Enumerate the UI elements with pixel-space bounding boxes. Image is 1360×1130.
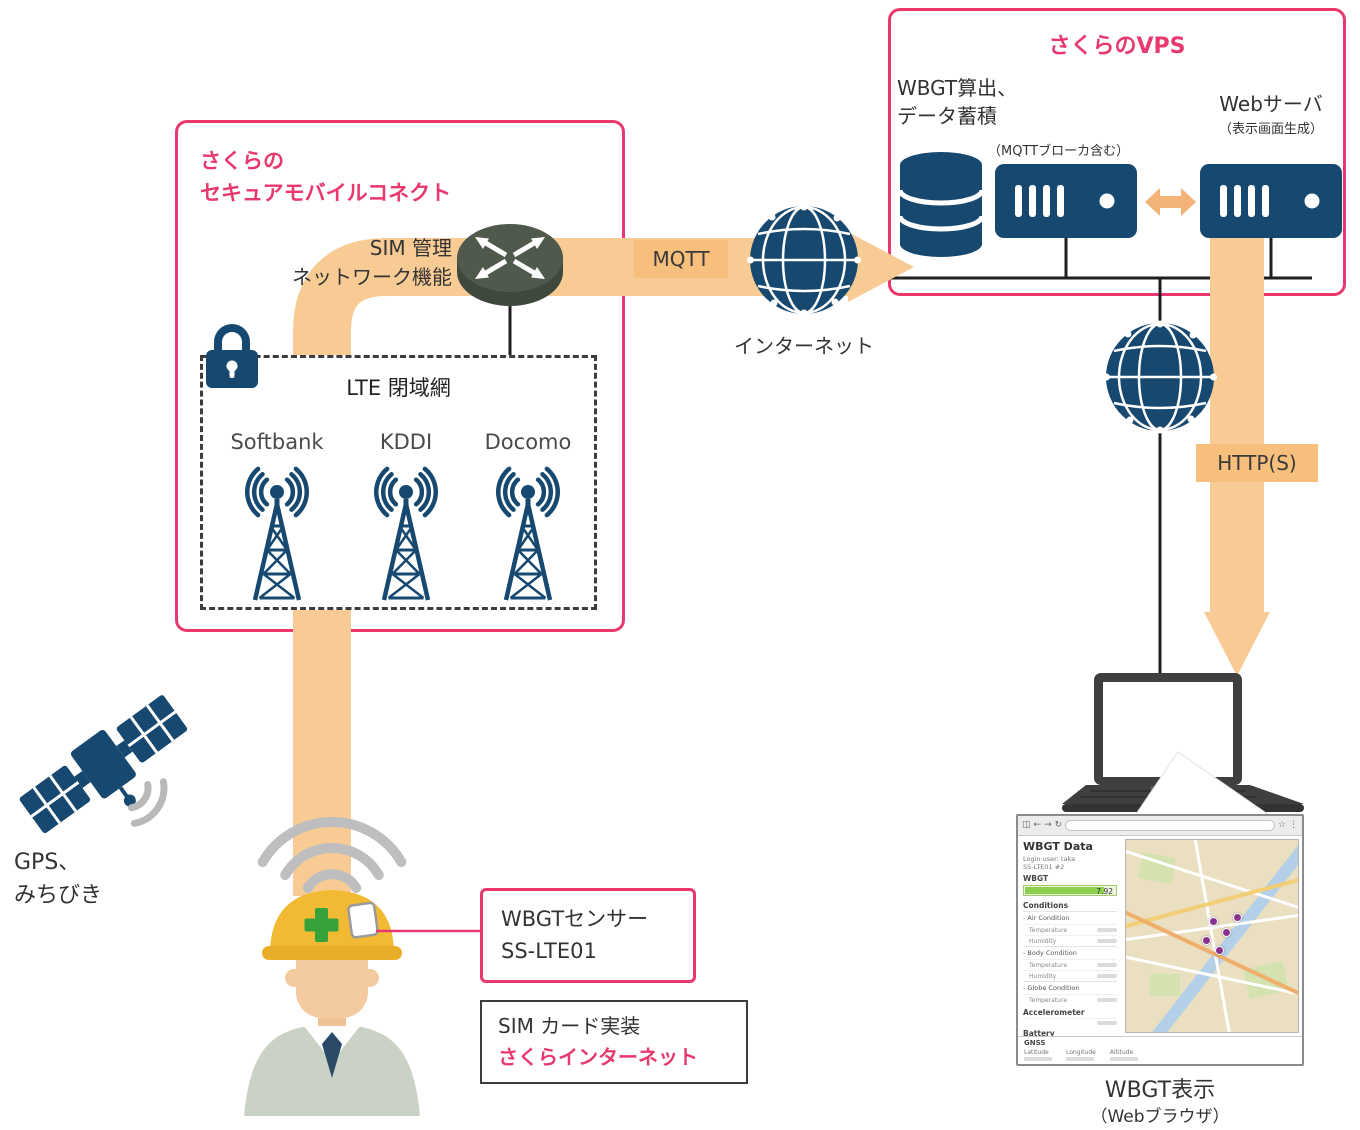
field-row: Humidity (1023, 935, 1117, 946)
gnss-col-label: Longitude (1066, 1049, 1096, 1056)
login-user-text: Login user: taka (1023, 855, 1076, 863)
field-label: Temperature (1029, 996, 1068, 1004)
gnss-title: GNSS (1024, 1039, 1046, 1047)
vps-title: さくらのVPS (1048, 34, 1186, 59)
lte-network-label: LTE 閉域網 (346, 376, 451, 400)
wbgt-value-bar: 7.92 (1023, 885, 1117, 896)
field-label: Temperature (1029, 926, 1068, 934)
wbgt-value: 7.92 (1096, 887, 1113, 896)
field-value-placeholder (1097, 998, 1117, 1002)
map-marker[interactable] (1208, 916, 1218, 926)
internet-label: インターネット (734, 334, 874, 358)
browser-content: WBGT Data Login user: taka SS-LTE01 #2 W… (1018, 836, 1302, 1036)
back-icon[interactable]: ← (1033, 820, 1042, 830)
downlink-flow-arrowhead (1204, 612, 1270, 676)
field-row: Temperature (1023, 924, 1117, 935)
screen-zoom-triangle (1133, 751, 1274, 818)
vps-calc-label: WBGT算出、 データ蓄積 (897, 76, 1018, 128)
vps-broker-note: （MQTTブローカ含む） (988, 144, 1130, 159)
https-label: HTTP(S) (1196, 444, 1318, 482)
map-view[interactable] (1125, 839, 1299, 1033)
device-name-text: SS-LTE01 #2 (1023, 863, 1065, 871)
browser-toolbar: ◫ ← → ↻ ☆ ⋮ (1018, 816, 1302, 836)
address-bar[interactable] (1065, 820, 1275, 831)
internet-globe-icon (745, 202, 863, 318)
page-title: WBGT Data (1023, 840, 1093, 853)
gnss-col-label: Altitude (1109, 1049, 1134, 1056)
field-row: Temperature (1023, 994, 1117, 1005)
carrier-label-kddi: KDDI (379, 430, 433, 454)
sim-card-line: SIM カード実装 (498, 1014, 641, 1038)
gnss-col-label: Latitude (1024, 1049, 1049, 1056)
field-label: Temperature (1029, 961, 1068, 969)
field-row (1023, 1018, 1117, 1026)
field-value-placeholder (1097, 963, 1117, 967)
field-row: Humidity (1023, 970, 1117, 981)
mobile-connect-title: さくらの セキュアモバイルコネクト (200, 149, 452, 205)
field-label: Humidity (1029, 937, 1057, 945)
satellite-signal-arcs (128, 778, 168, 827)
browser-window: ◫ ← → ↻ ☆ ⋮ WBGT Data Login user: taka S… (1016, 814, 1304, 1066)
gps-label: GPS、 みちびき (14, 850, 103, 908)
gnss-col: Latitude (1024, 1049, 1052, 1061)
satellite-icon (19, 695, 188, 834)
wifi-arcs-icon (257, 817, 407, 893)
map-park-patch (1150, 974, 1181, 997)
field-value-placeholder (1097, 1020, 1117, 1025)
gnss-section: GNSS Latitude Longitude Altitude (1018, 1036, 1302, 1064)
conditions-title: Conditions (1023, 901, 1069, 910)
sim-card-box: SIM カード実装 さくらインターネット (480, 1000, 748, 1084)
menu-icon[interactable]: ⋮ (1289, 820, 1298, 830)
group-body: - Body Condition (1023, 946, 1117, 959)
wbgt-display-caption: WBGT表示 (1104, 1078, 1216, 1103)
network-lines (505, 236, 1312, 678)
worker-figure (244, 890, 420, 1116)
wbgt-sensor-callout-box: WBGTセンサー SS-LTE01 (480, 888, 696, 983)
bookmark-icon[interactable]: ☆ (1277, 820, 1286, 830)
https-globe-icon (1101, 319, 1219, 435)
wbgt-bar-fill (1025, 887, 1105, 894)
accelerometer-title: Accelerometer (1023, 1008, 1085, 1017)
map-marker[interactable] (1215, 945, 1225, 955)
gnss-col: Altitude (1109, 1049, 1138, 1061)
group-globe: - Globe Condition (1023, 981, 1117, 994)
gnss-col: Longitude (1066, 1049, 1096, 1061)
map-marker[interactable] (1232, 912, 1242, 922)
carrier-label-docomo: Docomo (484, 430, 572, 454)
battery-title: Battery (1023, 1029, 1055, 1036)
forward-icon[interactable]: → (1044, 820, 1052, 830)
sakura-internet-line: さくらインターネット (498, 1045, 698, 1069)
refresh-icon[interactable]: ↻ (1054, 820, 1063, 830)
helmet-cross-icon (304, 908, 339, 942)
field-value-placeholder (1097, 939, 1117, 943)
carrier-label-softbank: Softbank (230, 430, 324, 454)
map-marker[interactable] (1222, 928, 1232, 938)
field-value-placeholder (1097, 928, 1117, 932)
browser-tab-icon[interactable]: ◫ (1022, 820, 1031, 830)
map-marker[interactable] (1201, 936, 1211, 945)
mqtt-label: MQTT (634, 240, 728, 278)
group-air: - Air Condition (1023, 911, 1117, 924)
helmet-sensor-icon (347, 901, 379, 939)
web-browser-caption: （Webブラウザ） (1090, 1107, 1230, 1127)
wbgt-label: WBGT (1023, 874, 1049, 883)
sim-management-label: SIM 管理 ネットワーク機能 (292, 236, 452, 289)
web-server-note: （表示画面生成） (1218, 122, 1323, 137)
field-row: Temperature (1023, 959, 1117, 970)
laptop-icon (1062, 673, 1304, 812)
field-value-placeholder (1097, 974, 1117, 978)
wbgt-data-panel: WBGT Data Login user: taka SS-LTE01 #2 W… (1018, 836, 1122, 1036)
web-server-label: Webサーバ (1219, 92, 1323, 116)
field-label: Humidity (1029, 972, 1057, 980)
